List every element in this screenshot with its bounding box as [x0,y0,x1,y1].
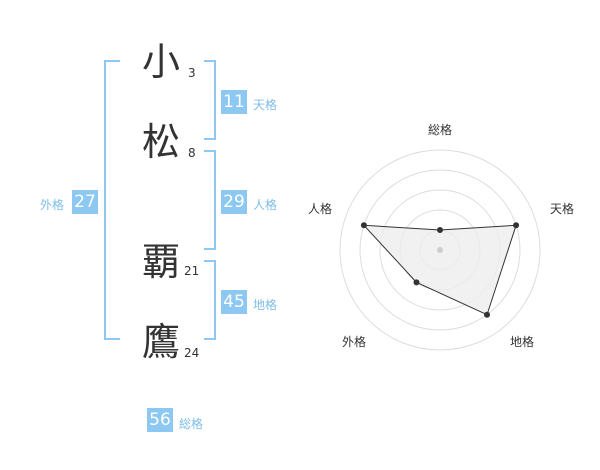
name-char-2: 松 [142,120,181,164]
name-char-4: 鷹 [142,320,181,364]
tenkaku-bracket [204,60,216,140]
gaikaku-bracket [104,60,120,340]
chikaku-bracket [204,260,216,340]
jinkaku-bracket [204,150,216,250]
soukaku-value: 56 [147,408,173,432]
chikaku-label: 地格 [253,298,278,312]
radar-point-2 [484,311,491,318]
radar-data-polygon [362,224,517,316]
radar-data-points [360,222,520,318]
radar-axis-label-jinkaku: 人格 [308,201,332,216]
name-char-3: 覇 [142,240,181,284]
radar-grid-ring [359,169,521,331]
radar-grid-ring [339,149,541,351]
stroke-count-4: 24 [184,346,200,360]
fortune-radar-chart: 総格 天格 地格 外格 人格 [308,122,574,351]
radar-point-4 [360,222,367,229]
chikaku-value: 45 [221,290,247,314]
stroke-count-2: 8 [188,146,196,160]
radar-axis-label-chikaku: 地格 [510,334,534,349]
gaikaku-value: 27 [72,190,98,214]
radar-point-0 [437,227,443,233]
radar-axis-label-gaikaku: 外格 [342,334,366,349]
radar-point-1 [513,222,520,229]
stroke-count-3: 21 [184,264,200,278]
tenkaku-value: 11 [221,90,247,114]
name-char-1: 小 [142,40,181,84]
stroke-count-1: 3 [188,66,196,80]
radar-point-3 [413,279,420,286]
radar-axis-label-tenkaku: 天格 [550,201,574,216]
jinkaku-label: 人格 [253,198,278,212]
jinkaku-value: 29 [221,190,247,214]
gaikaku-label: 外格 [40,198,65,212]
radar-axis-label-soukaku: 総格 [428,122,452,137]
soukaku-label: 総格 [179,417,204,431]
radar-center-dot [437,247,443,253]
tenkaku-label: 天格 [253,98,278,112]
